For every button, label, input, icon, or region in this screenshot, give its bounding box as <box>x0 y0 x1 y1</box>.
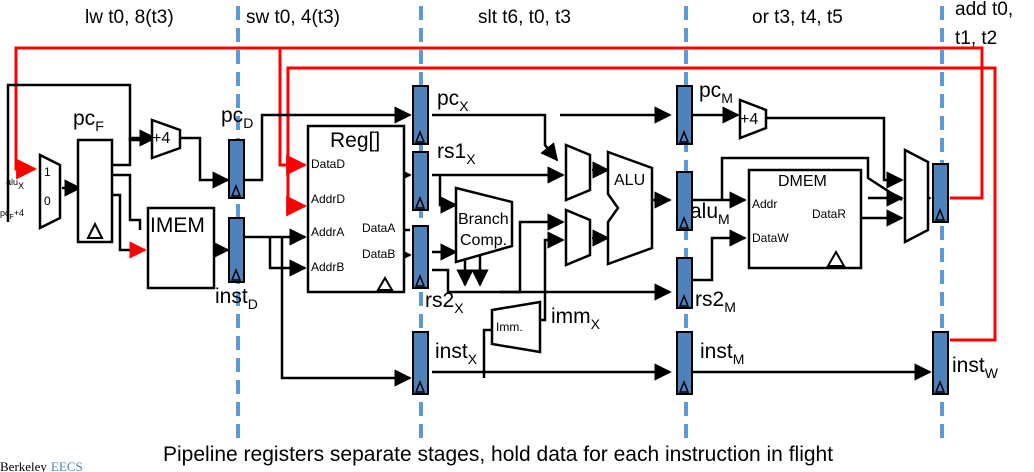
regfile-clock-triangle <box>376 276 394 291</box>
wire-pc-loop <box>105 173 142 230</box>
wire-pcX-to-pcM <box>432 113 559 162</box>
writeback-wires <box>14 46 997 342</box>
plus4-adder-fetch-label: +4 <box>152 130 170 147</box>
alu-label: ALU <box>614 172 645 189</box>
wire-imm-to-alumux <box>540 231 565 322</box>
wire-instD-to-addrB <box>268 237 307 277</box>
stage-writeback-instruction-line2: t1, t2 <box>955 28 997 49</box>
alu-block <box>606 150 654 266</box>
aluM-label: aluM <box>690 200 730 227</box>
dmem-title: DMEM <box>778 173 827 190</box>
wire-plus4-to-wbmux <box>766 116 904 189</box>
register-file-title: Reg[] <box>330 129 380 152</box>
wire-rs1X-to-branch <box>438 175 458 214</box>
footer-right: EECS <box>51 459 83 472</box>
instM-label: instM <box>700 340 744 367</box>
branch-comparator-line1: Branch <box>458 211 509 228</box>
reg-pcD <box>228 139 245 199</box>
immX-label: immX <box>551 305 601 332</box>
reg-rs2M <box>676 257 693 309</box>
wire-pcF4-to-mux <box>6 83 148 222</box>
dmem-block <box>747 168 863 270</box>
plus4-adder-memory-label: +4 <box>740 111 758 128</box>
dmem-dataR: DataR <box>812 207 846 221</box>
regfile-dataA: DataA <box>362 221 395 235</box>
reg-pcX <box>412 85 429 145</box>
writeback-data-wire <box>14 46 984 200</box>
alu-feedback-label: aluX <box>6 177 24 191</box>
pcX-label: pcX <box>437 87 469 114</box>
alu-input-b-mux <box>564 208 592 267</box>
wire-rs2M-to-dataW <box>692 229 747 282</box>
pc-select-mux <box>38 152 62 231</box>
dmem-clock-triangle <box>826 249 846 267</box>
regfile-addrB: AddrB <box>311 260 344 274</box>
reg-pcW <box>932 163 949 223</box>
pc-register <box>76 138 114 244</box>
reg-rs2X <box>412 225 429 289</box>
regfile-dataB: DataB <box>362 247 395 261</box>
footer-brand: Berkeley EECS <box>0 459 83 472</box>
dmem-dataW: DataW <box>752 231 789 245</box>
wires <box>6 83 932 387</box>
rs2M-label: rs2M <box>695 288 736 315</box>
reg-instW <box>932 331 949 395</box>
pcD-label: pcD <box>221 104 253 131</box>
wire-instD-to-instX <box>280 237 412 387</box>
wire-pc-to-plus4 <box>105 129 157 167</box>
immediate-generator <box>490 300 542 354</box>
immediate-generator-label: Imm. <box>496 320 523 334</box>
branch-comparator-line2: Comp. <box>460 232 507 249</box>
reg-instM <box>676 331 693 395</box>
stage-writeback-instruction-line1: add t0, <box>955 0 1013 20</box>
wire-aluM-to-wbmux <box>720 156 903 202</box>
wire-plus4-to-pcD <box>180 136 230 189</box>
rs2X-label: rs2X <box>425 289 464 316</box>
regfile-addrA: AddrA <box>311 225 344 239</box>
register-file <box>306 124 406 294</box>
rs1X-label: rs1X <box>437 140 476 167</box>
mux-input-1-label: 1 <box>44 165 51 179</box>
imem-label: IMEM <box>150 214 205 237</box>
instX-label: instX <box>435 340 478 367</box>
alu-input-a-mux <box>564 143 592 202</box>
writeback-select-mux <box>903 147 930 245</box>
regfile-addrD: AddrD <box>311 192 345 206</box>
stage-execute-instruction: slt t6, t0, t3 <box>478 7 571 28</box>
writeback-addr-wire <box>286 66 997 342</box>
stage-decode-instruction: sw t0, 4(t3) <box>246 7 340 28</box>
pipeline-registers <box>228 85 949 395</box>
wire-rs2X-to-alumux <box>500 213 565 294</box>
wire-pcD-to-pcX <box>244 106 412 182</box>
regfile-dataD: DataD <box>311 157 345 171</box>
register-clock-triangles <box>230 129 946 393</box>
reg-instD <box>228 217 245 283</box>
branch-comparator <box>454 186 514 264</box>
imem-block <box>146 206 216 290</box>
pcM-label: pcM <box>699 79 733 106</box>
caption: Pipeline registers separate stages, hold… <box>163 443 833 466</box>
pcF-label: pcF <box>73 107 104 134</box>
dmem-addr: Addr <box>752 197 777 211</box>
reg-instX <box>412 331 429 395</box>
plus4-adder-fetch <box>150 118 182 160</box>
wire-pc-to-imem <box>112 193 147 259</box>
pcF4-feedback-label: pcF+4 <box>0 208 24 221</box>
footer-left: Berkeley <box>0 459 47 472</box>
writeback-data-to-regfile <box>278 48 308 176</box>
reg-aluM <box>676 171 693 231</box>
stage-memory-instruction: or t3, t4, t5 <box>752 7 843 28</box>
plus4-adder-memory <box>738 98 768 140</box>
wire-rs2X-to-rs2M <box>432 268 672 301</box>
pc-clock-triangle <box>86 221 104 239</box>
reg-pcM <box>676 85 693 145</box>
instD-label: instD <box>215 285 258 312</box>
mux-input-0-label: 0 <box>44 194 51 208</box>
stage-fetch-instruction: lw t0, 8(t3) <box>85 7 174 28</box>
instW-label: instW <box>952 354 999 381</box>
reg-rs1X <box>412 151 429 211</box>
